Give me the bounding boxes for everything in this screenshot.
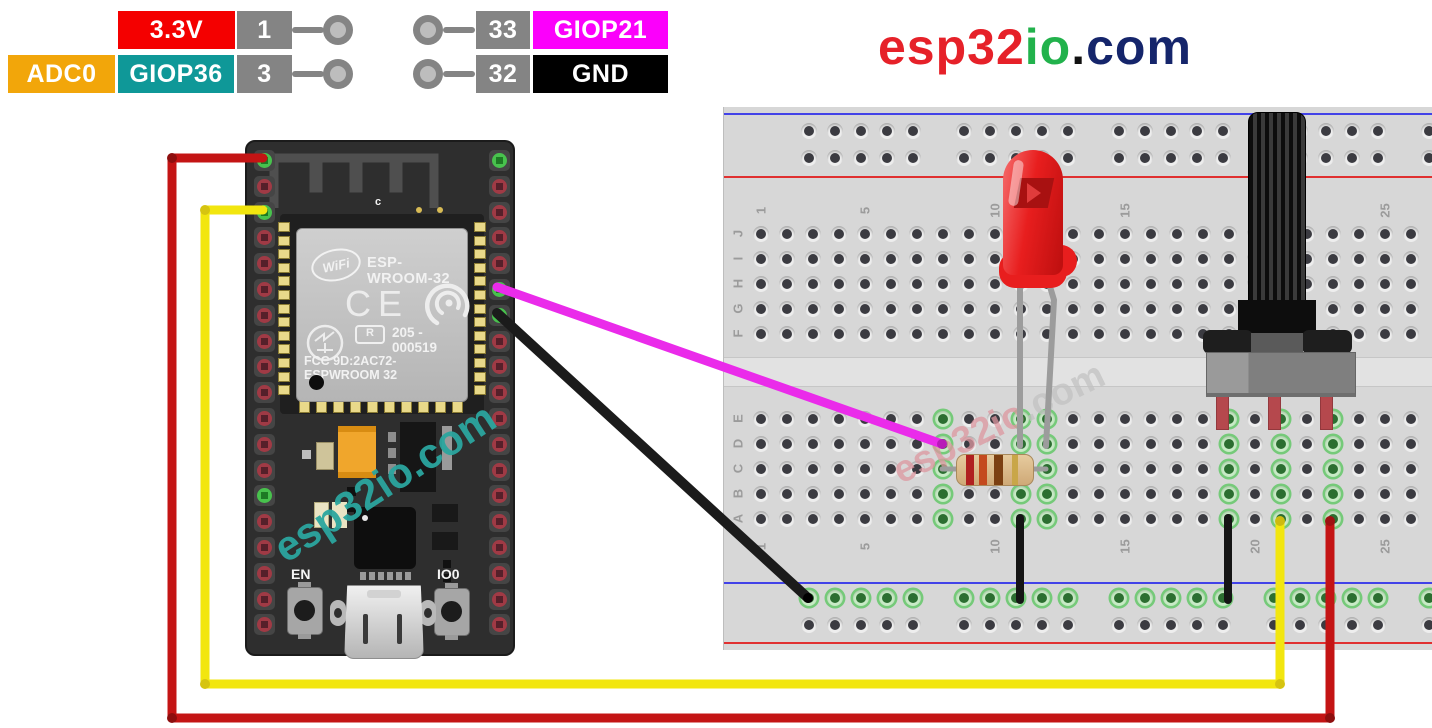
breadboard-hole [1403, 436, 1419, 452]
breadboard-hole [1403, 461, 1419, 477]
breadboard-hole [1377, 511, 1393, 527]
pin-label-giop21: GIOP21 [533, 11, 668, 49]
breadboard-hole [1351, 461, 1367, 477]
breadboard-hole [1403, 251, 1419, 267]
resistor-band-2 [979, 455, 987, 485]
power-rail-hole-gnd [1421, 590, 1432, 606]
power-rail-hole [879, 123, 895, 139]
breadboard-hole [1351, 326, 1367, 342]
breadboard-hole [1403, 411, 1419, 427]
logo-io: io [1024, 19, 1072, 75]
power-rail-hole [1163, 123, 1179, 139]
power-rail-hole [1008, 123, 1024, 139]
pot-lug-right [1302, 330, 1352, 354]
power-rail-hole-gnd [1344, 590, 1360, 606]
pin-number-1: 1 [237, 11, 292, 49]
breadboard-hole [1351, 436, 1367, 452]
pin-number-33: 33 [476, 11, 530, 49]
logo-dot: . [1071, 19, 1087, 75]
pin-number-32: 32 [476, 55, 530, 93]
power-rail-hole [1370, 617, 1386, 633]
connector-dot [323, 59, 353, 89]
power-rail-hole [801, 123, 817, 139]
power-rail-hole [1034, 123, 1050, 139]
pin-label-adc0: ADC0 [8, 55, 115, 93]
pot-body [1206, 352, 1356, 397]
power-rail-hole [1344, 150, 1360, 166]
resistor [956, 454, 1034, 486]
connector-line [292, 27, 324, 33]
breadboard-hole [1351, 411, 1367, 427]
breadboard-hole [1403, 511, 1419, 527]
resistor-band-4 [1012, 455, 1018, 485]
rail-line-blue-top [724, 113, 1432, 115]
power-rail-hole [1370, 123, 1386, 139]
breadboard-hole [1403, 276, 1419, 292]
pin-number-3: 3 [237, 55, 292, 93]
power-rail-hole [1421, 617, 1432, 633]
breadboard-hole [1403, 226, 1419, 242]
power-rail-hole-gnd [1370, 590, 1386, 606]
logo-esp32: esp32 [878, 19, 1025, 75]
breadboard-hole [1377, 251, 1393, 267]
pot-leg-vcc [1320, 392, 1333, 430]
pot-lug-left [1203, 330, 1253, 354]
breadboard-hole [1377, 411, 1393, 427]
breadboard-hole [1351, 276, 1367, 292]
power-rail-hole [1111, 123, 1127, 139]
connector-dot [413, 15, 443, 45]
power-rail-hole [982, 123, 998, 139]
site-logo: esp32io.com [878, 18, 1192, 76]
pot-leg-wiper [1268, 392, 1281, 430]
breadboard-hole [1377, 486, 1393, 502]
breadboard-hole [1377, 226, 1393, 242]
pot-mount [1238, 300, 1316, 334]
breadboard-hole [1351, 301, 1367, 317]
power-rail-hole [1060, 123, 1076, 139]
led-bulb [1003, 150, 1063, 275]
pot-leg-gnd [1216, 392, 1229, 430]
pin-label-gnd: GND [533, 55, 668, 93]
resistor-band-3 [994, 455, 1003, 485]
resistor-band-1 [966, 455, 974, 485]
power-rail-hole [905, 123, 921, 139]
power-rail-hole [1344, 617, 1360, 633]
breadboard-hole [1377, 276, 1393, 292]
power-rail-hole [1421, 123, 1432, 139]
led-die-arrow [1027, 183, 1041, 203]
connector-dot [323, 15, 353, 45]
breadboard-hole [1377, 461, 1393, 477]
power-rail-hole [853, 123, 869, 139]
connector-dot [413, 59, 443, 89]
breadboard-hole [1403, 301, 1419, 317]
power-rail-hole [827, 123, 843, 139]
breadboard-hole [1351, 226, 1367, 242]
breadboard-hole [1351, 486, 1367, 502]
power-rail-hole [956, 123, 972, 139]
breadboard-hole [1351, 511, 1367, 527]
breadboard-hole [1403, 326, 1419, 342]
breadboard-hole [1377, 326, 1393, 342]
breadboard-hole [1377, 436, 1393, 452]
logo-com: com [1086, 19, 1192, 75]
connector-line [443, 71, 475, 77]
power-rail-hole [1370, 150, 1386, 166]
pin-label-3v3: 3.3V [118, 11, 235, 49]
power-rail-hole [1189, 123, 1205, 139]
pin-label-giop36: GIOP36 [118, 55, 234, 93]
connector-line [443, 27, 475, 33]
connector-line [292, 71, 324, 77]
power-rail-hole [1137, 123, 1153, 139]
power-rail-hole [1318, 123, 1334, 139]
power-rail-hole [1421, 150, 1432, 166]
breadboard-hole [1351, 251, 1367, 267]
pot-shaft [1248, 112, 1306, 310]
breadboard-hole [1377, 301, 1393, 317]
breadboard-hole [1403, 486, 1419, 502]
power-rail-hole [1344, 123, 1360, 139]
power-rail-hole [1215, 123, 1231, 139]
